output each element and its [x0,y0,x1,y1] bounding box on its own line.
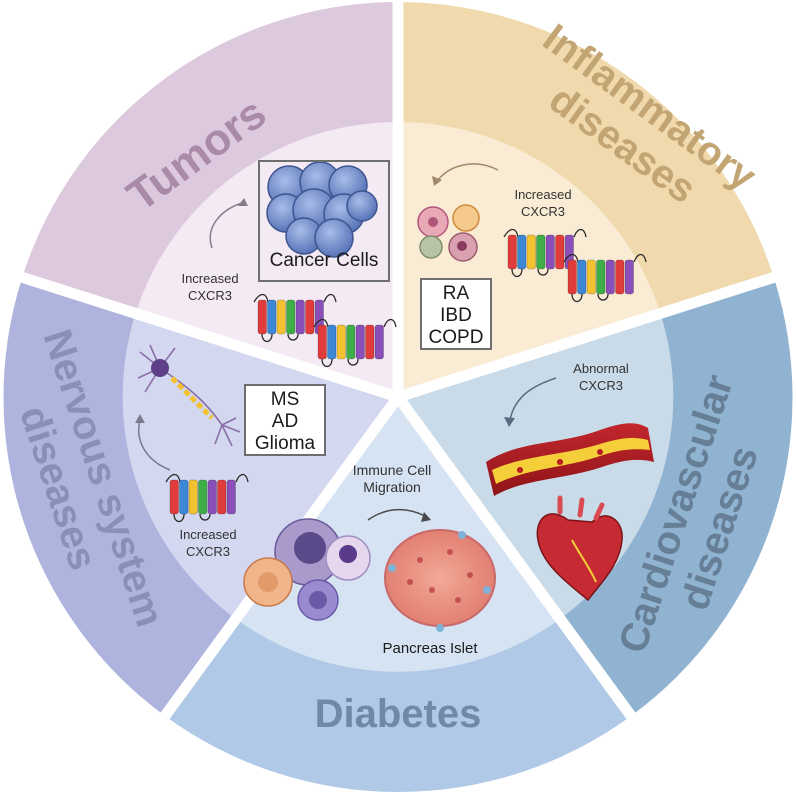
immune-cells-diabetes [243,518,371,621]
receptor-helix [555,234,565,270]
receptor-helix [615,259,625,295]
nervous-disease-box: MS AD Glioma [244,384,326,456]
cancer-cells-box: Cancer Cells [258,160,390,282]
tumors-arrow [209,202,243,249]
blood-vessel-illustration [486,423,654,496]
receptor-loop [165,473,249,483]
receptor-helix [295,299,305,335]
cardiovascular-note-line2: CXCR3 [578,378,624,393]
inflammatory-box-line1: RA [442,283,470,304]
heart-illustration [536,495,623,602]
inflammatory-arrowhead [432,176,442,186]
cancer-cells-cluster [266,161,378,258]
nervous-arrow [138,419,171,471]
tumors-note: Increased CXCR3 [165,270,255,304]
receptor-helix [355,324,365,360]
receptor-helix [596,259,606,295]
immune-cells-cluster [417,204,480,262]
cardiovascular-arrowhead [504,417,515,427]
receptor-helix [286,299,296,335]
receptor-loop [563,253,647,263]
receptor-tail [261,333,299,343]
receptor-helix [374,324,384,360]
receptor-helix [624,259,634,295]
nervous-note-line2: CXCR3 [185,544,231,559]
diabetes-title-text: Diabetes [314,692,482,736]
inflammatory-note: Increased CXCR3 [498,186,588,220]
receptor-helix [207,479,217,515]
receptor-tail [511,268,549,278]
receptor-helix [517,234,527,270]
receptor-helix [317,324,327,360]
nervous-box-line3: Glioma [254,433,316,454]
nervous-note: Increased CXCR3 [158,526,258,560]
receptor-loop [313,318,397,328]
receptor-helix [257,299,267,335]
pancreas-islet-illustration [384,529,496,632]
receptor-helix [217,479,227,515]
nervous-arrowhead [135,414,145,423]
diabetes-note-line2: Migration [363,479,421,495]
cardiovascular-note: Abnormal CXCR3 [556,360,646,394]
receptor-helix [507,234,517,270]
diabetes-title: Diabetes [278,692,518,737]
pancreas-islet-label: Pancreas Islet [360,640,500,657]
receptor-loop [503,228,587,238]
cxcr3-receptor-inflammatory-a [503,228,587,278]
cardiovascular-note-line1: Abnormal [573,361,629,376]
tumors-note-line2: CXCR3 [187,288,233,303]
diabetes-note-line1: Immune Cell [352,462,432,478]
diabetes-arrow [367,508,426,521]
diabetes-arrowhead [421,512,431,522]
neuron-illustration [137,344,241,447]
receptor-helix [276,299,286,335]
receptor-helix [305,299,315,335]
receptor-helix [577,259,587,295]
cancer-cells-label: Cancer Cells [269,250,379,271]
cardiovascular-arrow [509,377,557,421]
receptor-helix [267,299,277,335]
receptor-helix [327,324,337,360]
receptor-helix [198,479,208,515]
receptor-helix [536,234,546,270]
receptor-helix [346,324,356,360]
receptor-helix [179,479,189,515]
nervous-box-line1: MS [270,389,300,410]
cxcr3-receptor-inflammatory-b [563,253,647,303]
receptor-helix [586,259,596,295]
inflammatory-note-line2: CXCR3 [520,204,566,219]
receptor-helix [365,324,375,360]
cxcr3-receptor-tumors-b [313,318,397,368]
receptor-helix [545,234,555,270]
tumors-note-line1: Increased [181,271,239,286]
tumors-arrowhead [238,198,248,206]
receptor-loop [253,293,337,303]
receptor-helix [188,479,198,515]
receptor-helix [567,259,577,295]
receptor-tail [321,358,359,368]
inflammatory-disease-box: RA IBD COPD [420,278,492,350]
inflammatory-arrow [437,163,499,181]
receptor-helix [226,479,236,515]
inflammatory-box-line2: IBD [440,305,472,326]
cxcr3-receptor-nervous [165,473,249,523]
nervous-box-line2: AD [271,411,299,432]
receptor-helix [336,324,346,360]
diabetes-note: Immune Cell Migration [332,462,452,496]
receptor-helix [526,234,536,270]
receptor-helix [169,479,179,515]
nervous-inner-segment [122,312,399,619]
receptor-tail [173,513,211,523]
receptor-helix [605,259,615,295]
receptor-tail [571,293,609,303]
inflammatory-box-line3: COPD [428,327,484,348]
pancreas-islet-text: Pancreas Islet [382,640,478,657]
nervous-note-line1: Increased [179,527,237,542]
inflammatory-note-line1: Increased [514,187,572,202]
